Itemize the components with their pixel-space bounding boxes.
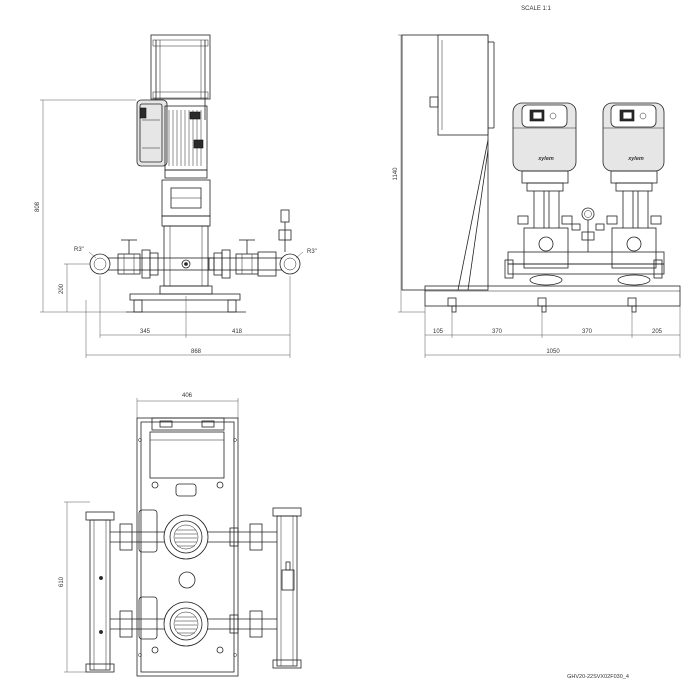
pump-top-2 bbox=[110, 596, 277, 647]
front-left-thread: R3" bbox=[74, 247, 84, 253]
pump-2-brand: xylem bbox=[627, 156, 644, 162]
top-view: 406 610 bbox=[59, 393, 302, 677]
pump-top-1 bbox=[110, 509, 277, 560]
side-seg4-dim: 205 bbox=[652, 329, 663, 335]
front-right-thread: R3" bbox=[307, 249, 317, 255]
top-depth-dim: 610 bbox=[59, 576, 65, 587]
top-width-dim: 406 bbox=[182, 393, 193, 399]
side-seg2-dim: 370 bbox=[492, 329, 503, 335]
side-seg1-dim: 105 bbox=[433, 329, 444, 335]
front-dimensions bbox=[40, 99, 304, 358]
front-inlet-height-dim: 200 bbox=[59, 283, 65, 294]
pump-unit-2: xylem bbox=[602, 102, 665, 269]
scale-label: SCALE 1:1 bbox=[521, 6, 551, 12]
drawing-code: GHV20-22SVX02F030_4 bbox=[567, 674, 629, 680]
pump-2-fan-grille bbox=[175, 616, 197, 634]
side-dimensions bbox=[398, 34, 681, 358]
front-right-span-dim: 418 bbox=[232, 329, 243, 335]
front-left-span-dim: 345 bbox=[140, 329, 151, 335]
side-overall-length-dim: 1050 bbox=[546, 349, 560, 355]
front-view: 808 200 R3" R3" 345 418 868 bbox=[35, 34, 317, 358]
motor-cooling-fins bbox=[168, 110, 202, 166]
front-height-dim: 808 bbox=[35, 201, 41, 212]
top-dimensions bbox=[64, 398, 239, 673]
side-height-dim: 1140 bbox=[393, 167, 399, 181]
pump-unit-1: xylem bbox=[512, 102, 577, 269]
side-seg3-dim: 370 bbox=[582, 329, 593, 335]
pump-1-brand: xylem bbox=[537, 156, 554, 162]
pump-1-fan-grille bbox=[175, 529, 197, 547]
side-view: xylem xylem bbox=[393, 34, 681, 358]
front-overall-width-dim: 868 bbox=[191, 349, 202, 355]
